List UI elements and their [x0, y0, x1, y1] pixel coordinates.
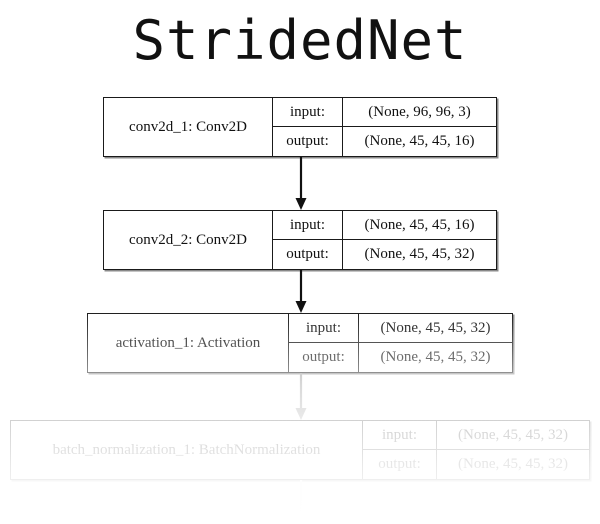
output-label: output:: [363, 450, 437, 479]
input-label: input:: [289, 314, 359, 342]
input-shape-value: (None, 45, 45, 16): [364, 216, 475, 233]
layer-name: conv2d_2: Conv2D: [104, 211, 273, 269]
layer-node-activation-1[interactable]: activation_1: Activation input: (None, 4…: [87, 313, 513, 373]
page-title: StridedNet: [132, 9, 468, 72]
layer-input-row: input: (None, 45, 45, 32): [363, 421, 589, 450]
input-label: input:: [273, 211, 343, 239]
layer-name: activation_1: Activation: [88, 314, 289, 372]
edge-conv2d-1-to-conv2d-2: [294, 157, 308, 210]
input-shape-value: (None, 45, 45, 32): [380, 319, 491, 336]
edge-batchnorm-1-downstream: [294, 480, 308, 524]
layer-node-conv2d-1[interactable]: conv2d_1: Conv2D input: (None, 96, 96, 3…: [103, 97, 497, 157]
edge-activation-1-to-batchnorm-1: [294, 373, 308, 420]
output-shape-value: (None, 45, 45, 32): [458, 456, 568, 472]
layer-output-row: output: (None, 45, 45, 16): [273, 127, 496, 156]
layer-input-row: input: (None, 96, 96, 3): [273, 98, 496, 127]
output-label: output:: [289, 343, 359, 372]
layer-name: batch_normalization_1: BatchNormalizatio…: [11, 421, 363, 479]
output-label: output:: [273, 127, 343, 156]
arrow-down-icon: [295, 157, 307, 210]
input-label: input:: [363, 421, 437, 449]
layer-name: conv2d_1: Conv2D: [104, 98, 273, 156]
layer-io-table: input: (None, 45, 45, 32) output: (None,…: [289, 314, 512, 372]
input-shape-value: (None, 45, 45, 32): [458, 426, 568, 443]
layer-output-row: output: (None, 45, 45, 32): [289, 343, 512, 372]
edge-conv2d-2-to-activation-1: [294, 270, 308, 313]
layer-io-table: input: (None, 45, 45, 16) output: (None,…: [273, 211, 496, 269]
output-label: output:: [273, 240, 343, 269]
layer-output-row: output: (None, 45, 45, 32): [363, 450, 589, 479]
layer-input-row: input: (None, 45, 45, 32): [289, 314, 512, 343]
arrow-down-icon: [295, 270, 307, 313]
layer-output-row: output: (None, 45, 45, 32): [273, 240, 496, 269]
output-shape-value: (None, 45, 45, 32): [364, 246, 475, 262]
layer-node-conv2d-2[interactable]: conv2d_2: Conv2D input: (None, 45, 45, 1…: [103, 210, 497, 270]
arrow-down-icon: [299, 480, 303, 524]
input-shape-value: (None, 96, 96, 3): [368, 103, 471, 120]
layer-io-table: input: (None, 45, 45, 32) output: (None,…: [363, 421, 589, 479]
layer-io-table: input: (None, 96, 96, 3) output: (None, …: [273, 98, 496, 156]
output-shape-value: (None, 45, 45, 32): [380, 349, 491, 365]
layer-node-batch-normalization-1[interactable]: batch_normalization_1: BatchNormalizatio…: [10, 420, 590, 480]
arrow-down-icon: [295, 373, 307, 420]
output-shape-value: (None, 45, 45, 16): [364, 133, 475, 149]
layer-input-row: input: (None, 45, 45, 16): [273, 211, 496, 240]
input-label: input:: [273, 98, 343, 126]
